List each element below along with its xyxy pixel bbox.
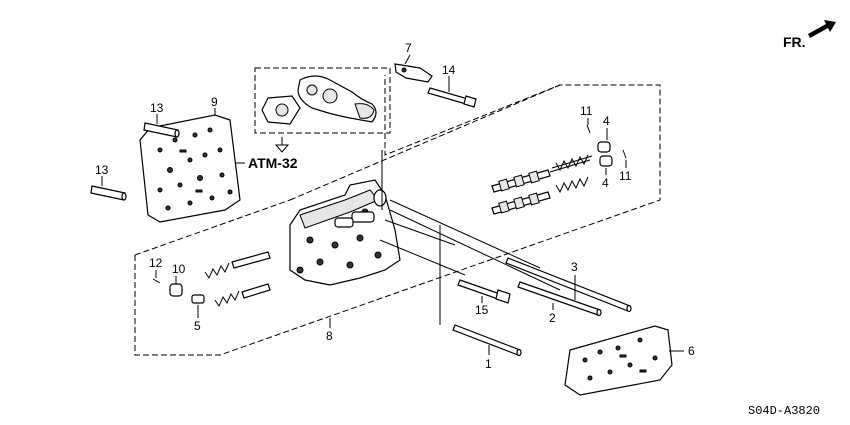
callout-6: 6 [688,344,695,358]
bracket-7 [394,63,433,83]
shaft-2 [517,281,602,317]
pin-11-lower [622,149,627,159]
dowel-pin-13-upper [143,122,180,138]
callout-14: 14 [442,63,456,77]
solenoid-inset: ATM-32 [232,67,391,171]
leader-lines [379,150,561,325]
spool-valve-lower [491,176,589,215]
separator-plate-9 [139,114,241,223]
pin-11-upper [586,124,591,134]
front-direction-indicator: FR. [783,20,836,50]
spool-valve-left-upper [204,251,271,280]
spool-valve-left-lower [214,283,271,308]
callout-4-lower: 4 [602,176,609,190]
diagram-code: S04D-A3820 [748,404,820,418]
callout-11-lower: 11 [619,169,632,183]
callout-1: 1 [485,357,492,371]
callout-9: 9 [211,95,218,109]
callout-8: 8 [326,329,333,343]
cap-10 [169,283,183,297]
callout-13-lower: 13 [95,163,109,177]
dowel-pin-13-lower [90,185,127,201]
assembly-outline [134,75,661,356]
shaft-3 [505,257,632,313]
callout-12: 12 [149,256,163,270]
shaft-1 [452,324,522,357]
separator-plate-6 [564,325,673,396]
bolt-15 [457,279,511,304]
callout-3: 3 [571,260,578,274]
callout-13-upper: 13 [150,101,164,115]
callout-5: 5 [194,319,201,333]
valve-body-8 [289,179,401,286]
callout-11-upper: 11 [580,104,593,118]
callout-labels: 1 2 3 4 4 5 6 7 8 9 10 11 11 12 13 13 14 [95,41,695,371]
cap-4-lower [599,155,613,167]
bolt-14 [427,87,477,108]
callout-15: 15 [475,303,489,317]
spool-valve-upper [491,154,593,193]
callout-10: 10 [172,262,186,276]
pin-12 [152,278,161,284]
cap-4-upper [597,141,611,153]
callout-7: 7 [405,41,412,55]
front-direction-label: FR. [783,34,806,50]
stopper-5 [191,294,205,304]
callout-2: 2 [549,311,556,325]
atm-reference-label: ATM-32 [248,155,298,171]
front-arrow-icon [808,20,836,38]
callout-4-upper: 4 [603,114,610,128]
